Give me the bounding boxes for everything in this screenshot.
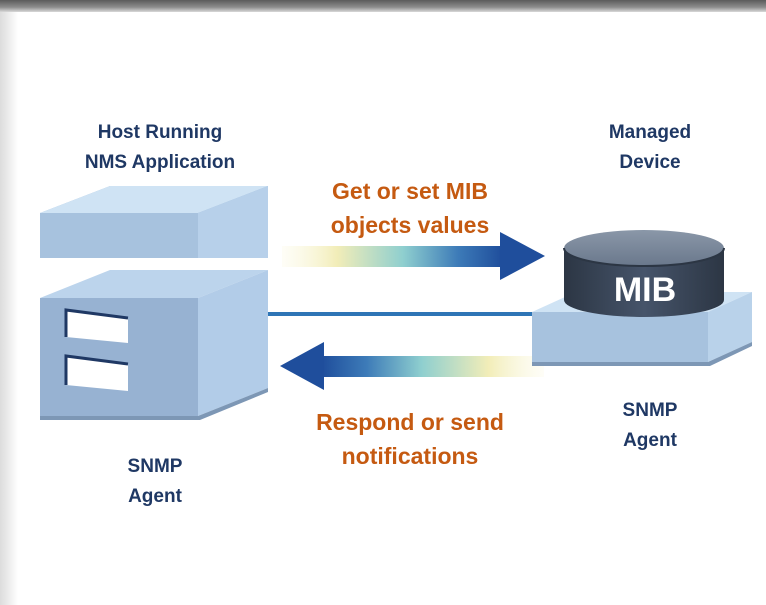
host-title-line2: NMS Application xyxy=(84,152,236,173)
host-agent-line1: SNMP xyxy=(127,456,183,477)
managed-device-title: Managed Device xyxy=(570,118,730,178)
managed-title-line1: Managed xyxy=(608,122,692,143)
response-arrow xyxy=(280,342,544,390)
server-top-side xyxy=(198,186,268,258)
request-line2: objects values xyxy=(330,212,490,238)
host-agent-line2: Agent xyxy=(128,486,182,507)
server-top-face xyxy=(40,186,268,213)
server-base-shadow xyxy=(40,388,268,420)
managed-agent-label: SNMP Agent xyxy=(580,396,720,456)
host-title-line1: Host Running xyxy=(97,122,223,143)
response-line2: notifications xyxy=(341,443,479,469)
drive-slot-upper xyxy=(64,308,129,343)
managed-title-line2: Device xyxy=(619,152,681,173)
host-server xyxy=(40,186,268,420)
server-top-front xyxy=(40,213,198,258)
request-label: Get or set MIB objects values xyxy=(290,174,530,242)
server-body-top xyxy=(40,270,268,298)
host-title: Host Running NMS Application xyxy=(40,118,280,178)
mib-label: MIB xyxy=(613,271,677,309)
left-shadow-edge xyxy=(0,12,18,605)
managed-agent-line1: SNMP xyxy=(622,400,678,421)
top-shadow-bar xyxy=(0,0,766,12)
response-label: Respond or send notifications xyxy=(270,405,550,473)
server-body-side xyxy=(198,270,268,416)
drive-slot-lower xyxy=(64,354,129,391)
response-line1: Respond or send xyxy=(316,409,504,435)
host-agent-label: SNMP Agent xyxy=(95,452,215,512)
request-arrow xyxy=(282,232,545,280)
request-line1: Get or set MIB xyxy=(332,178,488,204)
managed-agent-line2: Agent xyxy=(623,430,677,451)
mib-database-icon xyxy=(563,230,725,317)
